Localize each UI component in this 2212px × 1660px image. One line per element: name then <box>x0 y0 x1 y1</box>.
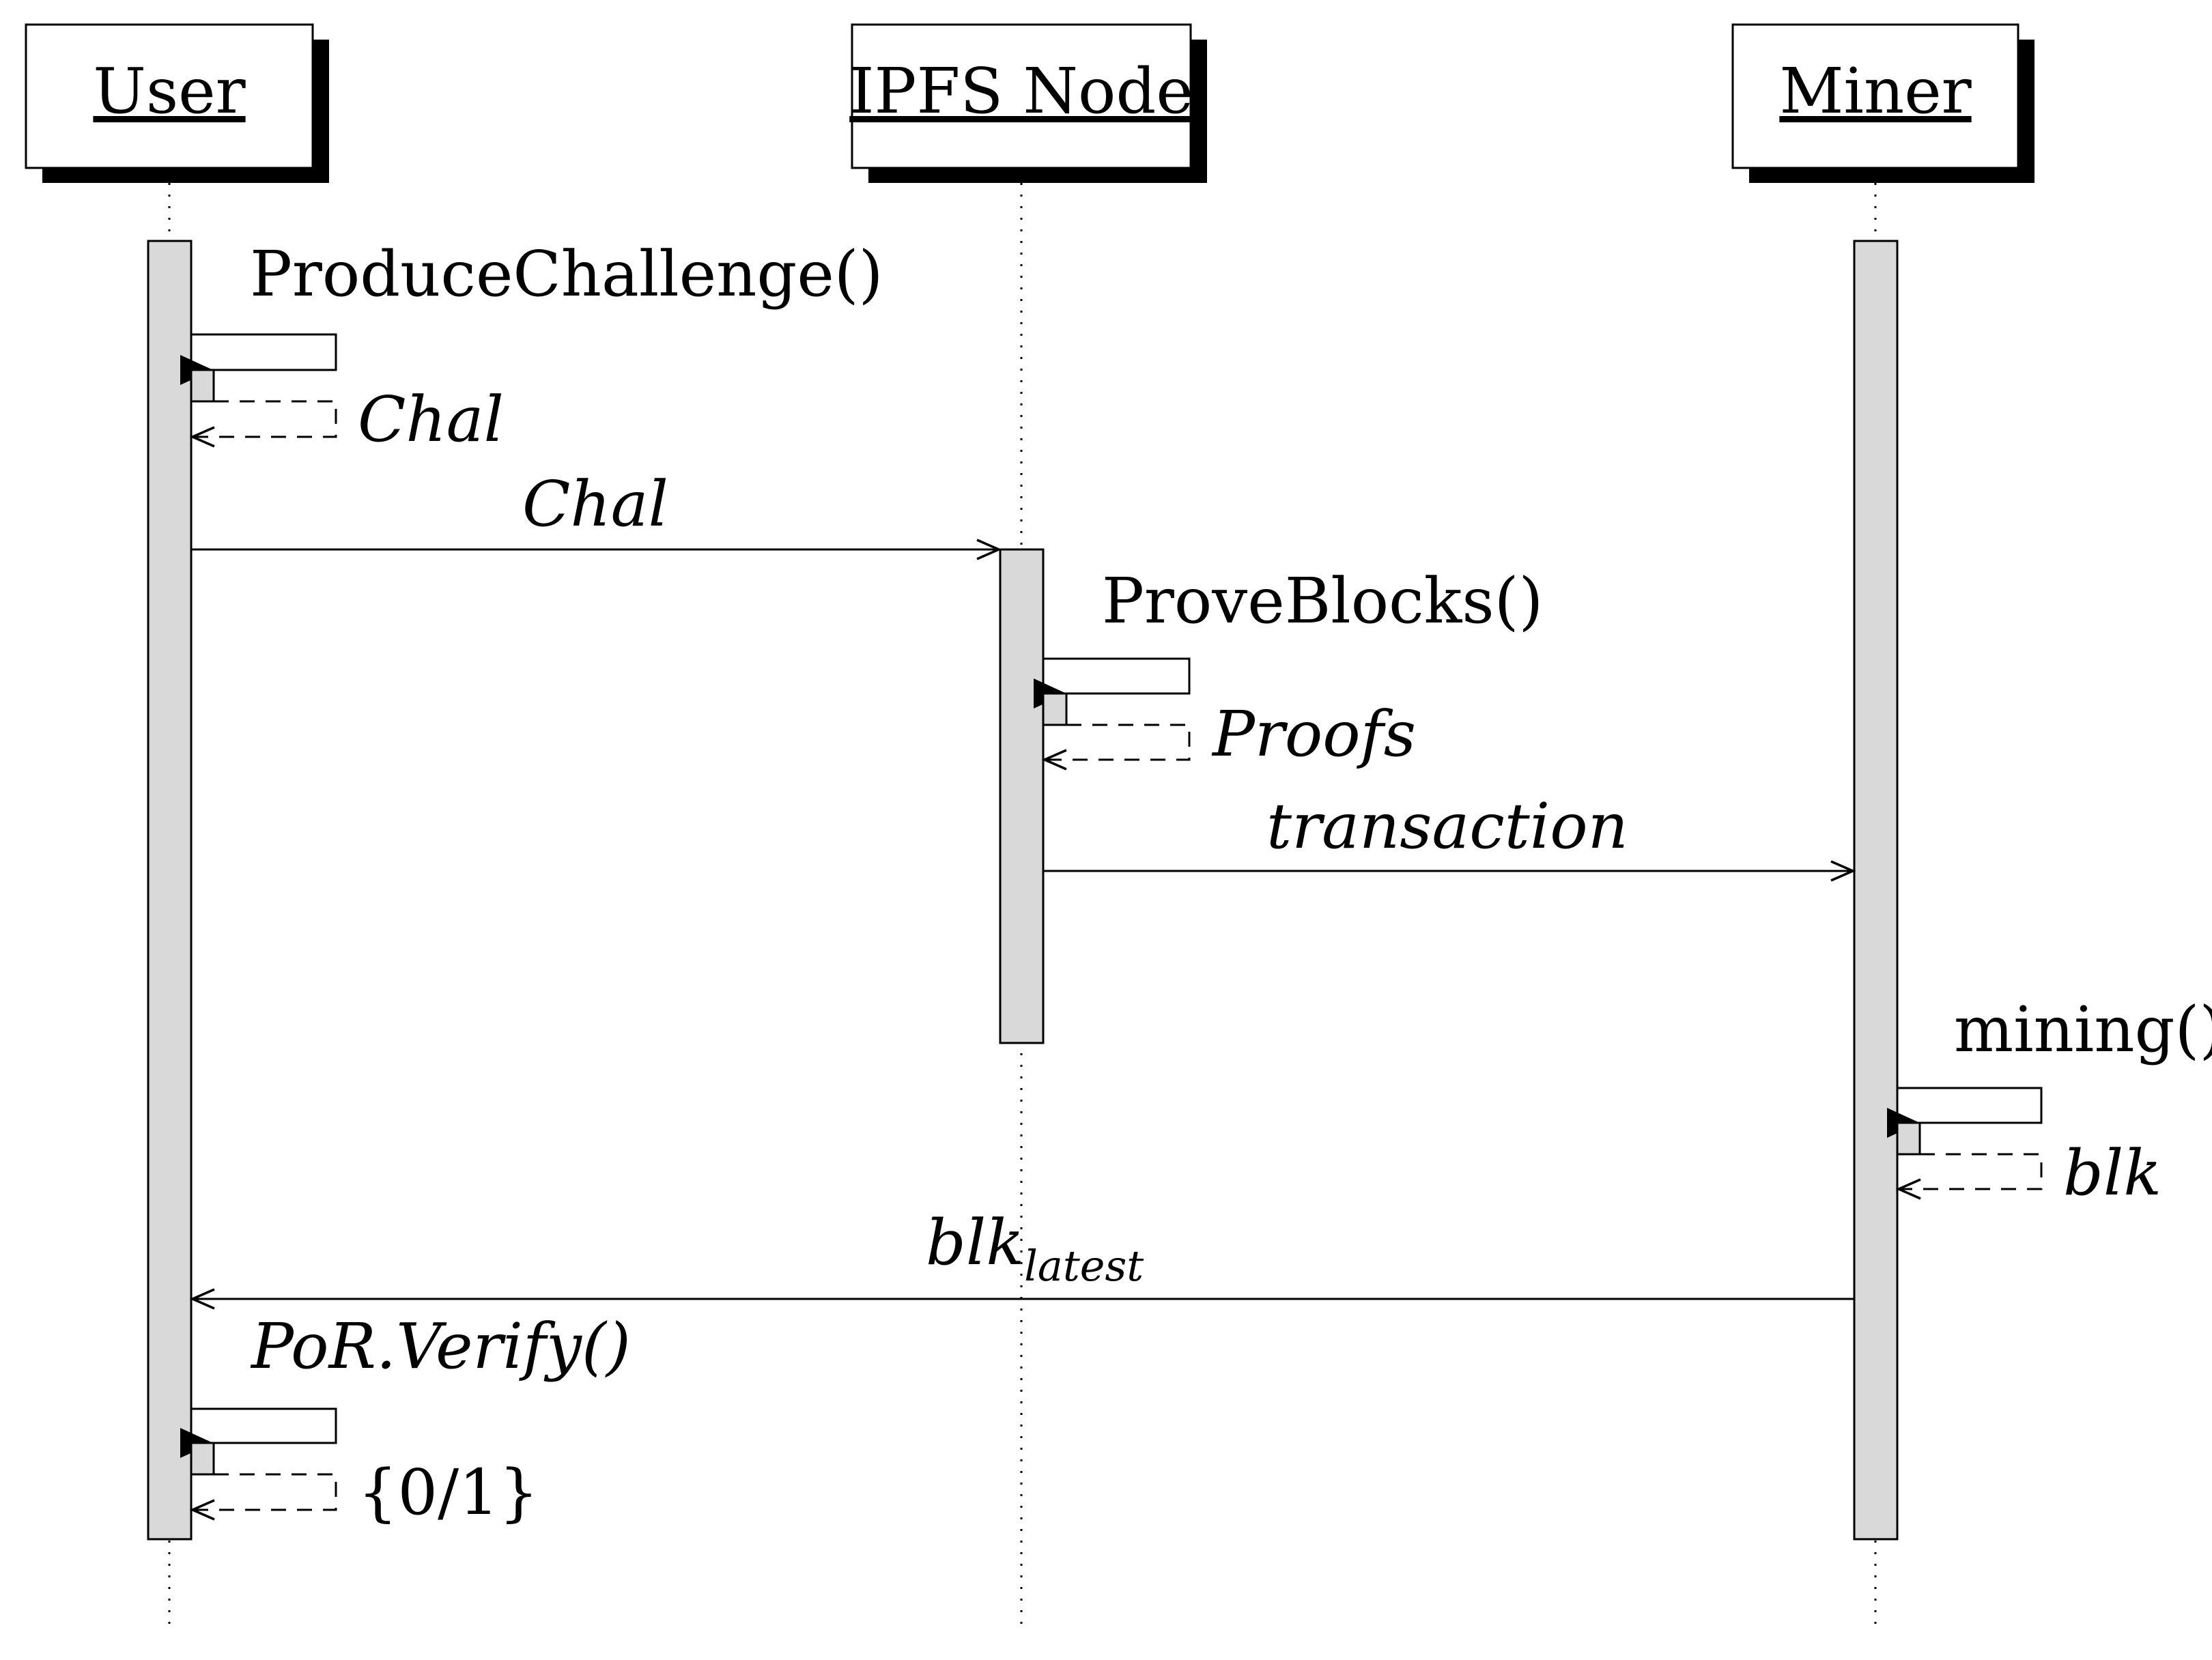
message-transaction: transaction <box>1043 790 1856 882</box>
produce-challenge-return <box>189 400 337 448</box>
activation-user <box>147 240 193 1541</box>
participant-miner: Miner <box>1731 23 2034 183</box>
participant-ipfs-label: IPFS Node <box>849 55 1193 128</box>
self-call-prove-blocks: ProveBlocks() Proofs <box>1034 564 1543 771</box>
mining-label: mining() <box>1954 993 2212 1066</box>
prove-blocks-reply: Proofs <box>1211 698 1416 771</box>
participant-miner-label: Miner <box>1779 55 1971 128</box>
produce-challenge-activation <box>190 369 215 403</box>
produce-challenge-label: ProduceChallenge() <box>250 238 883 311</box>
produce-challenge-reply: Chal <box>358 383 504 456</box>
mining-reply: blk <box>2063 1136 2161 1210</box>
message-blk-latest: blklatest <box>189 1206 1854 1310</box>
prove-blocks-arrow <box>1034 657 1191 709</box>
por-verify-reply: {0/1} <box>358 1456 539 1529</box>
prove-blocks-activation <box>1042 692 1068 726</box>
prove-blocks-return <box>1041 724 1191 771</box>
participant-ipfs-box <box>851 23 1192 169</box>
por-verify-arrow <box>180 1407 337 1458</box>
message-blk-latest-label: blklatest <box>926 1206 1144 1291</box>
mining-return <box>1895 1153 2043 1200</box>
message-chal-label: Chal <box>522 468 668 541</box>
participant-user-box <box>25 23 314 169</box>
participant-ipfs-node: IPFS Node <box>849 23 1207 183</box>
por-verify-activation <box>190 1442 215 1476</box>
self-call-por-verify: PoR.Verify() {0/1} <box>180 1310 631 1529</box>
participant-user: User <box>25 23 329 183</box>
blk-latest-main: blk <box>926 1206 1024 1279</box>
mining-arrow <box>1887 1087 2043 1138</box>
por-verify-label: PoR.Verify() <box>250 1310 631 1383</box>
activation-ipfs <box>999 548 1045 1044</box>
message-chal: Chal <box>191 468 1002 560</box>
participant-miner-box <box>1731 23 2019 169</box>
participant-user-label: User <box>93 55 245 128</box>
mining-activation <box>1896 1121 1921 1156</box>
message-transaction-label: transaction <box>1266 790 1628 863</box>
por-verify-return <box>189 1473 337 1521</box>
blk-latest-subscript: latest <box>1024 1241 1144 1291</box>
produce-challenge-arrow <box>180 333 337 385</box>
self-call-produce-challenge: ProduceChallenge() Chal <box>180 238 883 456</box>
activation-miner <box>1853 240 1899 1541</box>
self-call-mining: mining() blk <box>1887 993 2212 1210</box>
prove-blocks-label: ProveBlocks() <box>1102 564 1543 638</box>
